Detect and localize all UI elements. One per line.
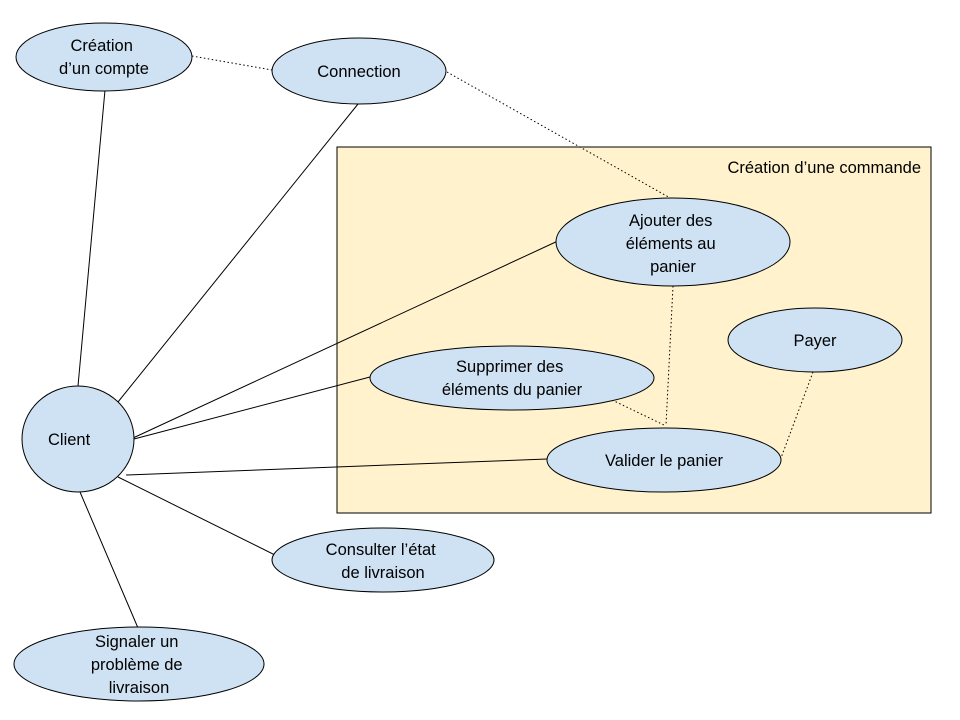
- use-case-payer-label: Payer: [793, 332, 837, 350]
- use-case-signaler-probleme-label: Signaler un problème de livraison: [91, 633, 187, 697]
- dependency-supprimer-valider: [611, 399, 665, 426]
- use-case-ajouter-elements-line: Ajouter des: [629, 212, 712, 230]
- use-case-payer-line: Payer: [793, 332, 837, 350]
- use-case-consulter-livraison-line: Consulter l’état: [326, 541, 436, 559]
- use-case-valider-panier-label: Valider le panier: [605, 452, 724, 470]
- association-valider: [125, 458, 548, 476]
- associations: [77, 89, 561, 629]
- use-case-supprimer-elements-line: éléments du panier: [442, 381, 583, 399]
- use-case-signaler-probleme: Signaler un problème de livraison: [13, 626, 265, 702]
- use-case-connection: Connection: [271, 37, 447, 105]
- use-case-supprimer-elements-label: Supprimer des éléments du panier: [442, 358, 583, 399]
- use-case-signaler-probleme-line: Signaler un: [95, 633, 178, 651]
- use-case-valider-panier-shape: [546, 427, 782, 493]
- use-case-signaler-probleme-shape: [13, 626, 265, 702]
- actor-client-shape: [21, 385, 135, 493]
- dependencies: [191, 55, 814, 459]
- actor-client-label: Client: [48, 431, 91, 449]
- association-signaler: [79, 491, 139, 629]
- use-case-connection-shape: [271, 37, 447, 105]
- association-creation-compte: [77, 89, 106, 387]
- use-case-creation-compte-line: Création: [71, 37, 133, 55]
- use-case-payer: Payer: [727, 307, 903, 373]
- use-case-ajouter-elements: Ajouter des éléments au panier: [555, 197, 791, 287]
- use-case-payer-shape: [727, 307, 903, 373]
- use-case-connection-line: Connection: [317, 63, 400, 81]
- use-case-valider-panier-line: Valider le panier: [605, 452, 724, 470]
- use-case-consulter-livraison-line: de livraison: [341, 564, 424, 582]
- use-case-consulter-livraison-shape: [271, 527, 495, 593]
- association-connection: [117, 103, 359, 403]
- use-case-supprimer-elements-line: Supprimer des: [456, 358, 563, 376]
- use-case-ajouter-elements-label: Ajouter des éléments au panier: [626, 212, 720, 276]
- actor-client: Client: [21, 385, 135, 493]
- use-case-creation-compte-shape: [15, 22, 193, 92]
- system-boundary-title: Création d’une commande: [727, 159, 921, 177]
- use-case-creation-compte-line: d’un compte: [59, 60, 149, 78]
- use-case-ajouter-elements-shape: [555, 197, 791, 287]
- association-consulter: [117, 476, 288, 562]
- dependency-payer-valider: [780, 371, 814, 459]
- use-case-consulter-livraison: Consulter l’état de livraison: [271, 527, 495, 593]
- use-case-ajouter-elements-line: panier: [650, 258, 696, 276]
- use-case-signaler-probleme-line: problème de: [91, 656, 183, 674]
- use-case-connection-label: Connection: [317, 63, 400, 81]
- use-case-consulter-livraison-label: Consulter l’état de livraison: [326, 541, 441, 582]
- use-case-creation-compte-label: Création d’un compte: [59, 37, 149, 78]
- use-case-valider-panier: Valider le panier: [546, 427, 782, 493]
- dependency-connection-ajouter: [446, 71, 673, 200]
- association-supprimer: [133, 376, 371, 440]
- use-case-supprimer-elements: Supprimer des éléments du panier: [369, 345, 655, 411]
- dependency-creation-connection: [191, 55, 273, 71]
- use-case-supprimer-elements-shape: [369, 345, 655, 411]
- association-ajouter: [132, 239, 561, 439]
- use-case-signaler-probleme-line: livraison: [109, 679, 170, 697]
- use-case-ajouter-elements-line: éléments au: [626, 235, 716, 253]
- use-case-creation-compte: Création d’un compte: [15, 22, 193, 92]
